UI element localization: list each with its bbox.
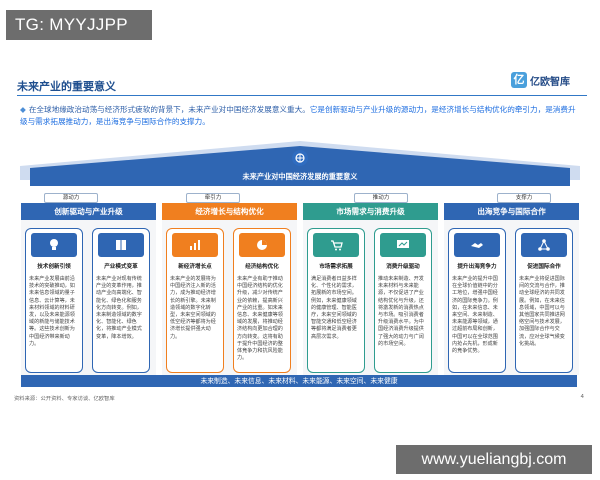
card-industry-mode: 产业模式变革 未来产业对现有传统产业的变革作用，推动产业向高端化、智能化、绿色化… — [92, 228, 150, 373]
card-text: 未来产业对现有传统产业的变革作用，推动产业向高端化、智能化、绿色化和服务化方向转… — [96, 276, 142, 340]
card-new-growth: 新经济增长点 未来产业的发展将为中国经济注入新的活力，成为推动经济增长的新引擎。… — [166, 228, 224, 373]
card-text: 推动未来制造、开发未来材料与未来能源，不仅促进了产业结构优化与升级，还将激发新的… — [378, 276, 424, 347]
column-market: 市场需求与消费升级 市场需求拓展 满足消费者日益多样化、个性化的需求，拓展新的市… — [303, 203, 438, 375]
logo-text: 亿欧智库 — [530, 76, 570, 88]
card-consumption-upgrade: 消费升级驱动 推动未来制造、开发未来材料与未来能源，不仅促进了产业结构优化与升级… — [374, 228, 432, 373]
column-innovation: 创新驱动与产业升级 技术创新引领 未来产业发展由前沿技术的突破推动，如未来信息领… — [21, 203, 156, 375]
column-global: 出海竞争与国际合作 提升出海竞争力 未来产业的提升中国在全球价值链中的分工地位，… — [444, 203, 579, 375]
card-text: 满足消费者日益多样化、个性化的需求，拓展新的市场空间。例如，未来健康领域的健康管… — [311, 276, 357, 340]
page-number: 4 — [580, 394, 585, 400]
logo-icon: 亿 — [511, 72, 527, 88]
roof-graphic — [20, 141, 580, 186]
book-icon — [98, 233, 144, 257]
pill-traction: 牵引力 — [186, 193, 240, 203]
card-title: 经济结构优化 — [245, 264, 279, 270]
roof-title: 未来产业对中国经济发展的重要意义 — [242, 172, 358, 181]
brand-logo: 亿 亿欧智库 — [511, 72, 570, 88]
chart-icon — [172, 233, 218, 257]
card-title: 消费升级驱动 — [386, 264, 420, 270]
column-heading: 出海竞争与国际合作 — [444, 203, 579, 220]
card-title: 新经济增长点 — [178, 264, 212, 270]
card-text: 未来产业有助于推动中国经济结构的优化升级，减少对传统产业的依赖，提高新兴产业的比… — [237, 276, 283, 362]
pill-driving-force: 推动力 — [354, 193, 408, 203]
column-economy: 经济增长与结构优化 新经济增长点 未来产业的发展将为中国经济注入新的活力，成为推… — [162, 203, 297, 375]
card-title: 促进国际合作 — [527, 264, 561, 270]
card-title: 产业模式变革 — [104, 264, 138, 270]
column-heading: 创新驱动与产业升级 — [21, 203, 156, 220]
page-title: 未来产业的重要意义 — [17, 80, 116, 93]
intro-paragraph: ◆在全球地缘政治动荡与经济形式疲软的背景下，未来产业对中国经济发展意义重大。它是… — [20, 104, 580, 128]
card-title: 市场需求拓展 — [319, 264, 353, 270]
site-watermark: www.yueliangbj.com — [396, 445, 592, 474]
card-text: 未来产业的发展将为中国经济注入新的活力，成为推动经济增长的新引擎。未来制造领域的… — [170, 276, 216, 340]
card-text: 未来产业将促进国际间的交流与合作，推动全球经济的共同发展。例如，在未来信息领域，… — [519, 276, 565, 347]
column-heading: 市场需求与消费升级 — [303, 203, 438, 220]
title-divider — [17, 95, 587, 96]
card-overseas-competitiveness: 提升出海竞争力 未来产业的提升中国在全球价值链中的分工地位，增强中国经济的国际竞… — [448, 228, 506, 373]
cart-icon — [313, 233, 359, 257]
card-market-expansion: 市场需求拓展 满足消费者日益多样化、个性化的需求，拓展新的市场空间。例如，未来健… — [307, 228, 365, 373]
card-tech-innovation: 技术创新引领 未来产业发展由前沿技术的突破推动，如未来信息领域的量子信息、云计算… — [25, 228, 83, 373]
footer-band: 未来制造、未来信息、未来材料、未来能源、未来空间、未来健康 — [21, 375, 577, 387]
card-text: 未来产业的提升中国在全球价值链中的分工地位，增强中国经济的国际竞争力。例如，在未… — [452, 276, 498, 355]
card-title: 技术创新引领 — [37, 264, 71, 270]
handshake-icon — [454, 233, 500, 257]
pill-source-power: 源动力 — [44, 193, 98, 203]
pill-support: 支撑力 — [497, 193, 551, 203]
tg-watermark: TG: MYYJJPP — [6, 10, 152, 40]
intro-plain: 在全球地缘政治动荡与经济形式疲软的背景下，未来产业对中国经济发展意义重大。 — [28, 105, 310, 114]
card-text: 未来产业发展由前沿技术的突破推动，如未来信息领域的量子信息、云计算等，未来材料领… — [29, 276, 75, 347]
card-structure: 经济结构优化 未来产业有助于推动中国经济结构的优化升级，减少对传统产业的依赖，提… — [233, 228, 291, 373]
global-icon — [292, 150, 308, 166]
network-icon — [521, 233, 567, 257]
column-heading: 经济增长与结构优化 — [162, 203, 297, 220]
source-note: 资料来源：公开资料、专家访谈、亿欧智库 — [14, 396, 115, 402]
card-title: 提升出海竞争力 — [457, 264, 497, 270]
pie-icon — [239, 233, 285, 257]
bullet-diamond-icon: ◆ — [20, 105, 26, 114]
presentation-icon — [380, 233, 426, 257]
intro-highlight: 它是创新驱动与产业升级的源动力，是经济增长与结构优化的牵引力，是消费升级与需求拓… — [20, 105, 576, 126]
card-international-cooperation: 促进国际合作 未来产业将促进国际间的交流与合作，推动全球经济的共同发展。例如，在… — [515, 228, 573, 373]
bulb-icon — [31, 233, 77, 257]
